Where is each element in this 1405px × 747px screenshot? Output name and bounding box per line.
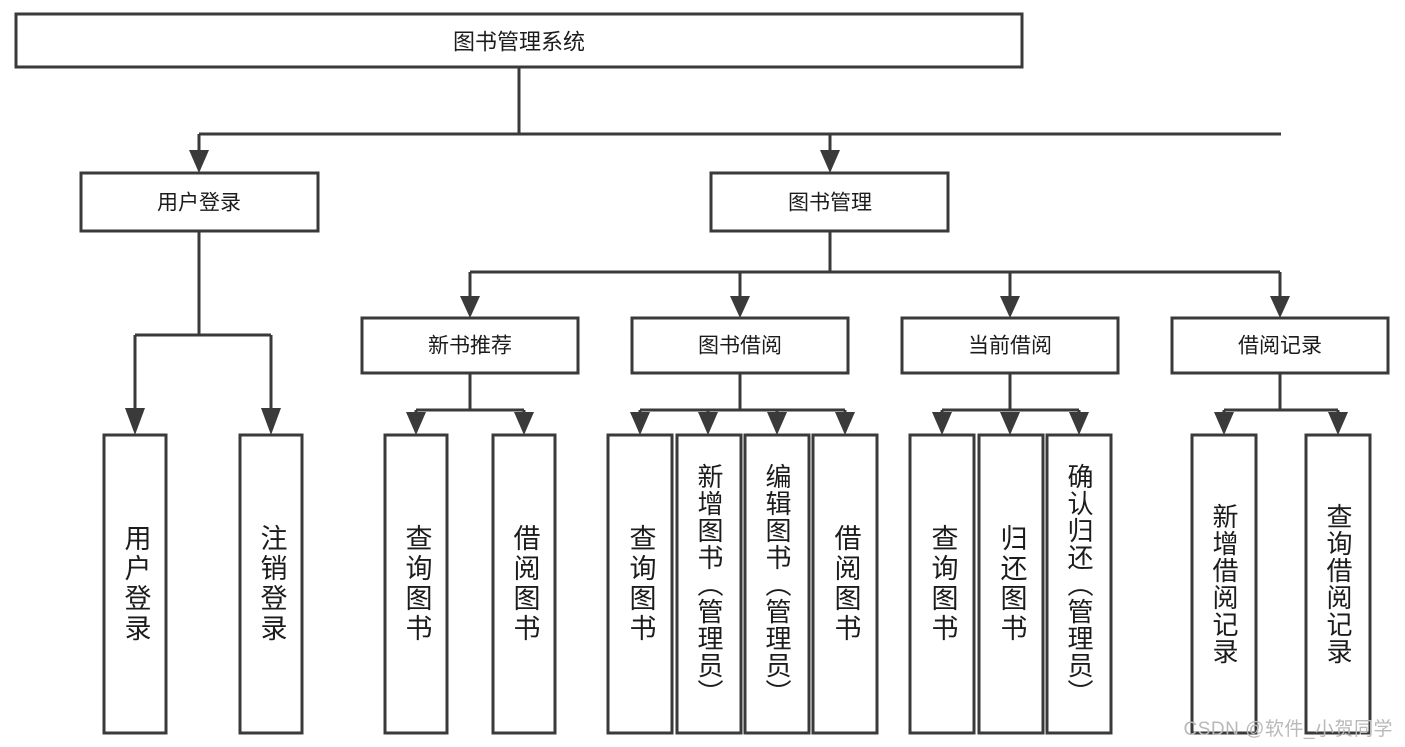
leaf-box-new-book-1[interactable] (491, 433, 557, 735)
node-current-borrow-label: 当前借阅 (968, 335, 1052, 358)
node-new-book-recommend-label: 新书推荐 (428, 335, 512, 358)
leaf-box-book-borrow-1[interactable] (675, 433, 743, 735)
connector-root-to-level2 (189, 67, 1281, 173)
leaf-box-book-borrow-3[interactable] (811, 433, 879, 735)
node-current-borrow[interactable]: 当前借阅 (900, 316, 1120, 375)
node-user-login-label: 用户登录 (157, 192, 241, 215)
connector-newbook-to-leaves (406, 373, 534, 435)
connector-bookmgmt-to-level3 (460, 231, 1290, 318)
leaf-box-user-login-0[interactable] (102, 433, 168, 735)
connector-userlogin-to-leaves (125, 231, 281, 435)
leaf-box-current-borrow-2[interactable] (1045, 433, 1113, 735)
leaf-box-borrow-record-1[interactable] (1304, 433, 1372, 735)
leaf-box-book-borrow-2[interactable] (743, 433, 811, 735)
node-root-label: 图书管理系统 (453, 30, 585, 55)
leaf-box-user-login-1[interactable] (238, 433, 304, 735)
node-book-borrow[interactable]: 图书借阅 (630, 316, 850, 375)
connector-borrowrecord-to-leaves (1214, 373, 1348, 435)
connector-bookborrow-to-leaves (630, 373, 855, 435)
node-borrow-record-label: 借阅记录 (1238, 335, 1322, 358)
node-book-borrow-label: 图书借阅 (698, 335, 782, 358)
leaf-box-new-book-0[interactable] (383, 433, 449, 735)
leaf-box-book-borrow-0[interactable] (606, 433, 674, 735)
leaf-box-borrow-record-0[interactable] (1190, 433, 1258, 735)
node-root[interactable]: 图书管理系统 (14, 12, 1024, 69)
leaf-box-current-borrow-1[interactable] (977, 433, 1045, 735)
node-new-book-recommend[interactable]: 新书推荐 (360, 316, 580, 375)
node-borrow-record[interactable]: 借阅记录 (1170, 316, 1390, 375)
node-user-login[interactable]: 用户登录 (79, 171, 320, 233)
leaf-box-current-borrow-0[interactable] (908, 433, 976, 735)
connector-currentborrow-to-leaves (932, 373, 1089, 435)
node-book-management-label: 图书管理 (788, 192, 872, 215)
node-book-management[interactable]: 图书管理 (709, 171, 950, 233)
